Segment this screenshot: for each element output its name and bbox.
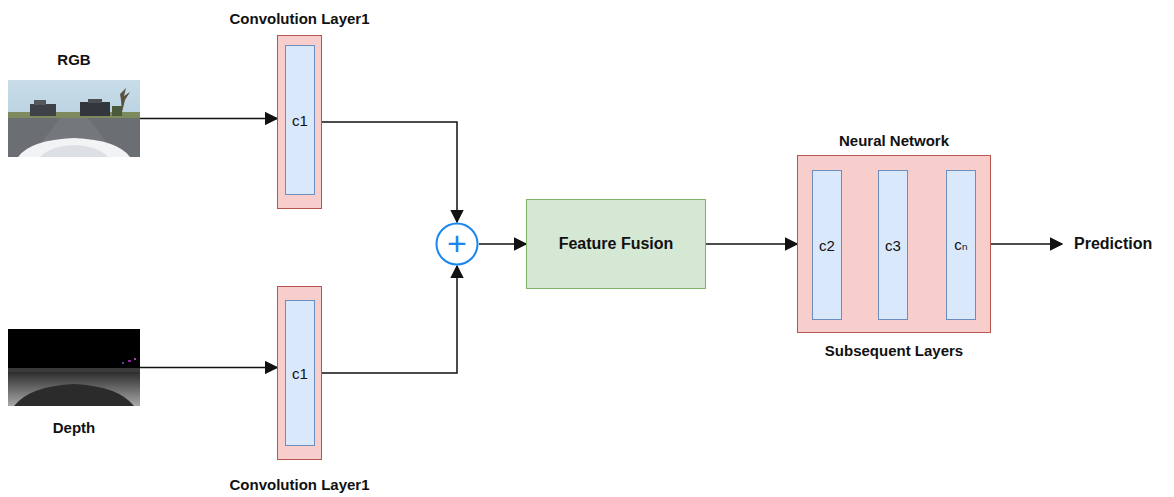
image-input: Depth [8,329,140,406]
network-box: Neural NetworkSubsequent Layersc2c3cₙ [797,155,991,333]
layer-box: c1 [285,45,315,195]
layer-box: cₙ [946,170,976,320]
layer-box: c2 [812,170,842,320]
heading-label: Subsequent Layers [825,342,963,359]
sum-circle: + [435,222,479,266]
arrow-connector [479,243,526,245]
arrow-connector [140,367,277,369]
arrow-connector [322,122,457,222]
node-label: Feature Fusion [559,235,674,253]
arrow-connector [706,243,797,245]
heading-label: Convolution Layer1 [229,476,369,493]
node-label: + [447,226,467,260]
layer-box: c1 [285,300,315,446]
node-label: c2 [819,237,835,254]
arrow-connector [140,118,277,120]
heading-label: Depth [53,419,96,436]
heading-label: Convolution Layer1 [229,10,369,27]
image-input: RGB [8,80,140,157]
conv-layer-box: Convolution Layer1c1 [277,35,322,209]
heading-label: Neural Network [839,132,949,149]
layer-box: c3 [878,170,908,320]
conv-layer-box: Convolution Layer1c1 [277,286,322,460]
node-label: cₙ [954,236,967,254]
arrow-connector [322,266,457,373]
node-label: c1 [292,112,308,129]
node-label: c1 [292,365,308,382]
depth-image [8,329,140,406]
output-label: Prediction [1074,235,1152,253]
fusion-box: Feature Fusion [526,199,706,289]
rgb-image [8,80,140,157]
heading-label: RGB [57,51,90,68]
node-label: c3 [885,237,901,254]
